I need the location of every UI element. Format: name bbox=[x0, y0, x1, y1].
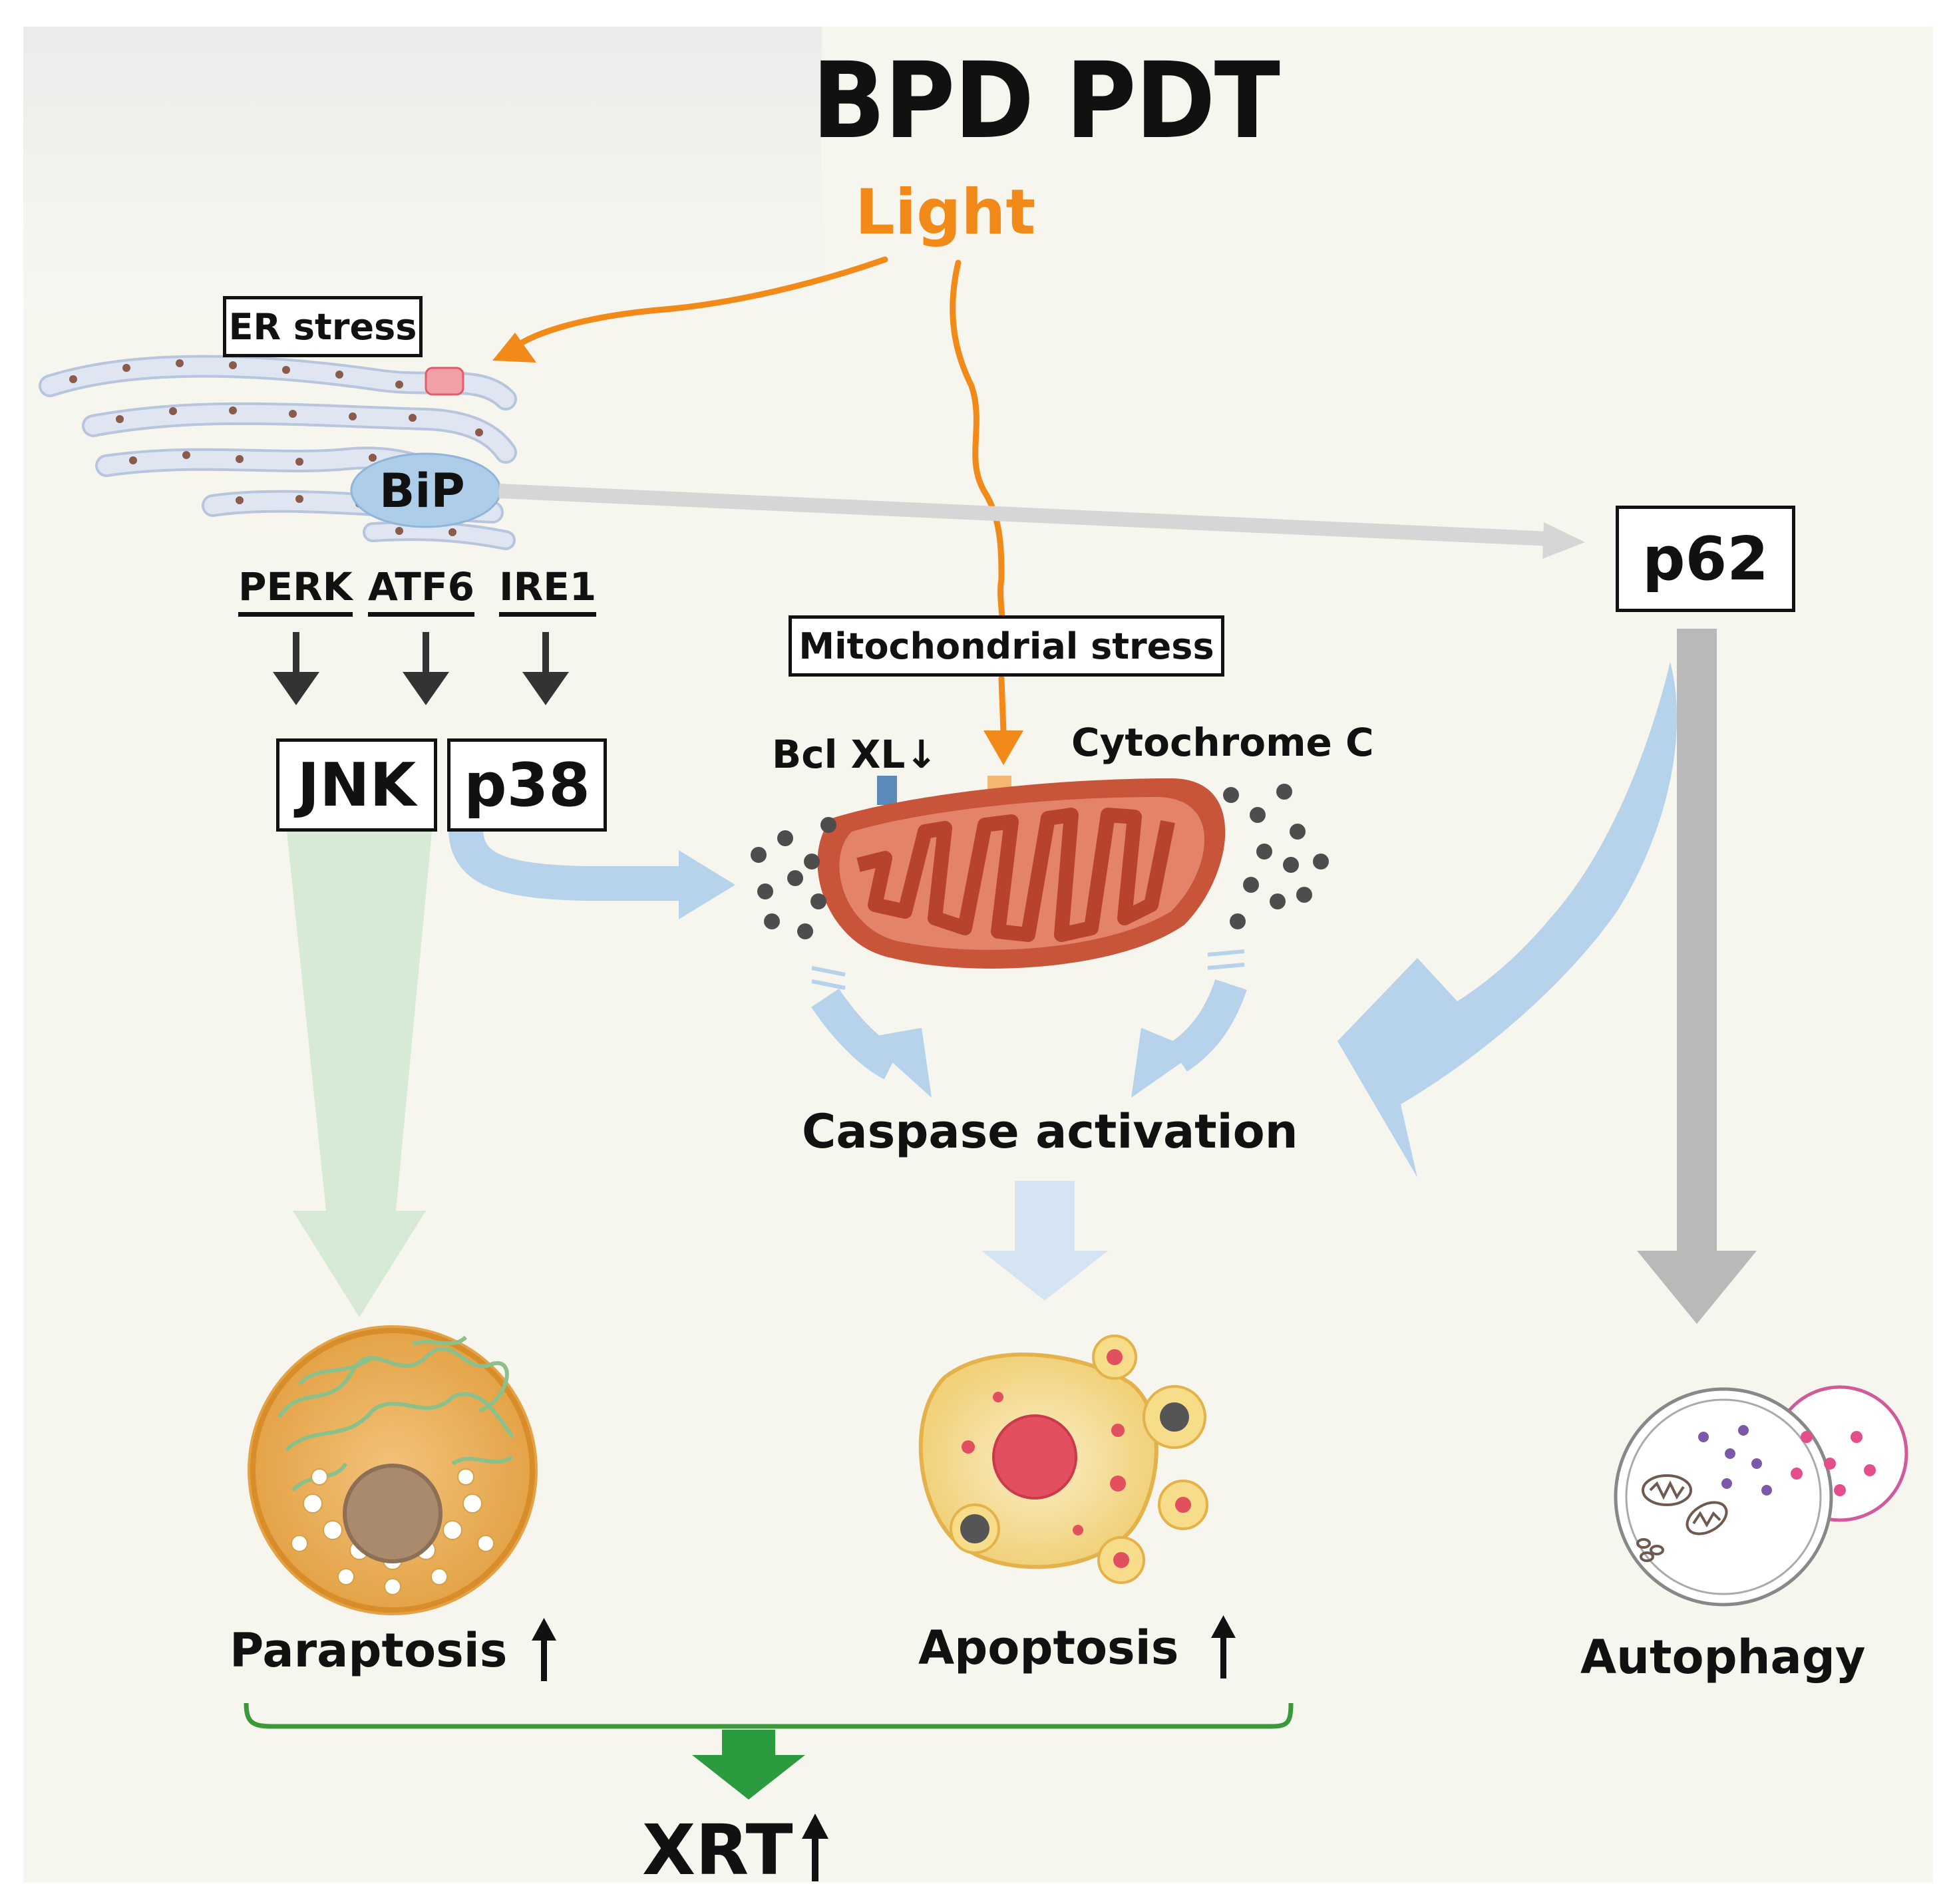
p38-to-mitochondria-arrow bbox=[448, 827, 735, 919]
to-xrt-arrow bbox=[692, 1730, 805, 1800]
outcome-bracket bbox=[244, 1702, 1294, 1729]
cytochrome-c-label: Cytochrome C bbox=[1071, 720, 1374, 765]
light-arrow-to-er bbox=[492, 256, 888, 363]
top-haze bbox=[23, 27, 822, 306]
er-stress-marker bbox=[425, 367, 464, 396]
p62-box: p62 bbox=[1616, 506, 1795, 612]
apoptosis-cell-icon bbox=[918, 1335, 1208, 1584]
p62-to-autophagy-arrow bbox=[1637, 629, 1757, 1324]
apoptosis-up-arrow bbox=[1211, 1615, 1236, 1678]
paraptosis-up-arrow bbox=[532, 1618, 556, 1681]
mitochondrial-stress-label: Mitochondrial stress bbox=[789, 615, 1224, 677]
sensor-ire1: IRE1 bbox=[499, 564, 597, 617]
apoptosis-label: Apoptosis bbox=[918, 1621, 1179, 1675]
paraptosis-cell-icon bbox=[248, 1325, 538, 1615]
diagram-title: BPD PDT bbox=[812, 40, 1280, 162]
light-arrow-to-mitochondria bbox=[950, 259, 1023, 765]
mitochondrion-icon bbox=[817, 776, 1226, 969]
sensor-perk: PERK bbox=[238, 564, 353, 617]
caspase-to-apoptosis-arrow bbox=[981, 1181, 1108, 1301]
xrt-up-arrow bbox=[802, 1814, 828, 1881]
autophagy-icon bbox=[1614, 1385, 1908, 1607]
cytochrome-c-dots bbox=[751, 784, 1329, 939]
sensor-down-arrows bbox=[273, 632, 569, 705]
bip-to-p62-arrow bbox=[498, 484, 1585, 559]
light-label: Light bbox=[855, 176, 1036, 249]
p62-to-caspase-arrow bbox=[1337, 662, 1678, 1178]
xrt-label: XRT bbox=[642, 1810, 793, 1891]
sensor-atf6: ATF6 bbox=[368, 564, 474, 617]
autophagy-label: Autophagy bbox=[1580, 1630, 1866, 1684]
p38-box: p38 bbox=[447, 738, 607, 832]
bip-label: BiP bbox=[379, 464, 465, 518]
mito-to-caspase-arrow-left bbox=[811, 966, 932, 1098]
jnk-box: JNK bbox=[276, 738, 437, 832]
bcl-xl-label: Bcl XL↓ bbox=[772, 732, 938, 777]
mito-to-caspase-arrow-right bbox=[1131, 949, 1247, 1098]
jnk-to-paraptosis-arrow bbox=[286, 825, 433, 1317]
paraptosis-label: Paraptosis bbox=[230, 1623, 508, 1678]
caspase-activation-label: Caspase activation bbox=[802, 1104, 1298, 1159]
er-stress-label: ER stress bbox=[223, 296, 423, 357]
